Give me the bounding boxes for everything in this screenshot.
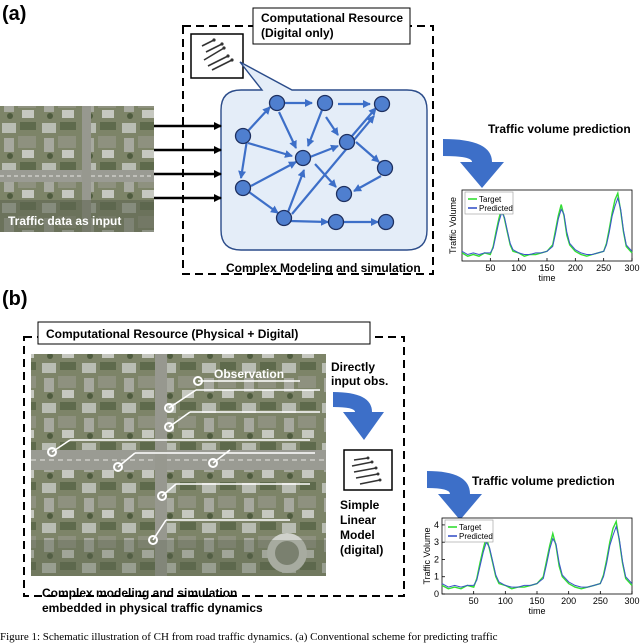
x-tick-label: 200 [561,596,576,606]
direct-input-label-line2: input obs. [331,374,388,388]
model-label-line1: Simple [340,498,380,512]
network-nodes [234,94,395,231]
x-tick-label: 50 [469,596,479,606]
direct-input-label-line1: Directly [331,360,375,374]
prediction-label-b: Traffic volume prediction [472,474,615,488]
observation-label: Observation [214,367,284,381]
y-tick-label: 0 [434,589,439,599]
modeling-label-a: Complex Modeling and simulation [226,261,421,275]
resource-title-box-b [37,321,371,345]
chart-a: 50 100 150 200 250 300 time Traffic Volume Targe… [448,189,640,283]
prediction-arrow-b [427,471,482,520]
resource-title-b: Computational Resource (Physical + Digit… [46,327,298,341]
y-axis-title: Traffic Volume [448,197,458,254]
x-tick-label: 200 [568,263,583,273]
series-line-target [461,190,633,257]
x-tick-label: 100 [498,596,513,606]
series-line-target [441,519,633,590]
x-axis-title: time [528,606,545,616]
resource-title-box-a [252,7,411,45]
y-tick-label: 4 [434,520,439,530]
model-label-line3: Model [340,528,375,542]
x-tick-label: 300 [624,596,639,606]
chart-b: 50 100 150 200 250 300 0 1 2 3 4 time Traffic Volume… [422,517,640,616]
x-tick-label: 250 [593,596,608,606]
resource-title-a-line1: Computational Resource [261,11,403,25]
x-tick-label: 50 [485,263,495,273]
aerial-image-b [31,354,326,576]
embedded-label-line1: Complex modeling and simulation [42,586,237,600]
x-tick-label: 250 [596,263,611,273]
y-tick-label: 1 [434,572,439,582]
direct-input-arrow [333,392,384,440]
x-axis-title: time [538,273,555,283]
chip-icon-b [343,449,393,491]
x-tick-label: 150 [539,263,554,273]
aerial-image-a [0,106,154,232]
x-tick-label: 300 [624,263,639,273]
legend-entry-predicted: Predicted [459,532,493,541]
x-tick-label: 100 [511,263,526,273]
y-axis-title: Traffic Volume [422,527,432,584]
embedded-label-line2: embedded in physical traffic dynamics [42,601,263,615]
panel-a-label: (a) [2,3,26,25]
prediction-arrow-a [443,139,504,188]
observation-lines [47,376,320,545]
y-tick-label: 2 [434,554,439,564]
legend-entry-predicted: Predicted [479,204,513,213]
legend-entry-target: Target [479,195,502,204]
legend-entry-target: Target [459,523,482,532]
y-tick-label: 3 [434,537,439,547]
input-arrows-a [154,122,222,202]
prediction-label-a: Traffic volume prediction [488,122,631,136]
panel-b-label: (b) [2,288,28,310]
series-line-predicted [441,524,633,588]
series-line-predicted [461,196,633,256]
model-label-line2: Linear [340,513,376,527]
input-label-a: Traffic data as input [8,214,121,228]
resource-title-a-line2: (Digital only) [261,26,334,40]
network-edges [238,99,382,226]
x-tick-label: 150 [529,596,544,606]
chip-icon-a [190,33,244,79]
model-label-line4: (digital) [340,543,383,557]
figure-caption: Figure 1: Schematic illustration of CH f… [0,631,498,643]
